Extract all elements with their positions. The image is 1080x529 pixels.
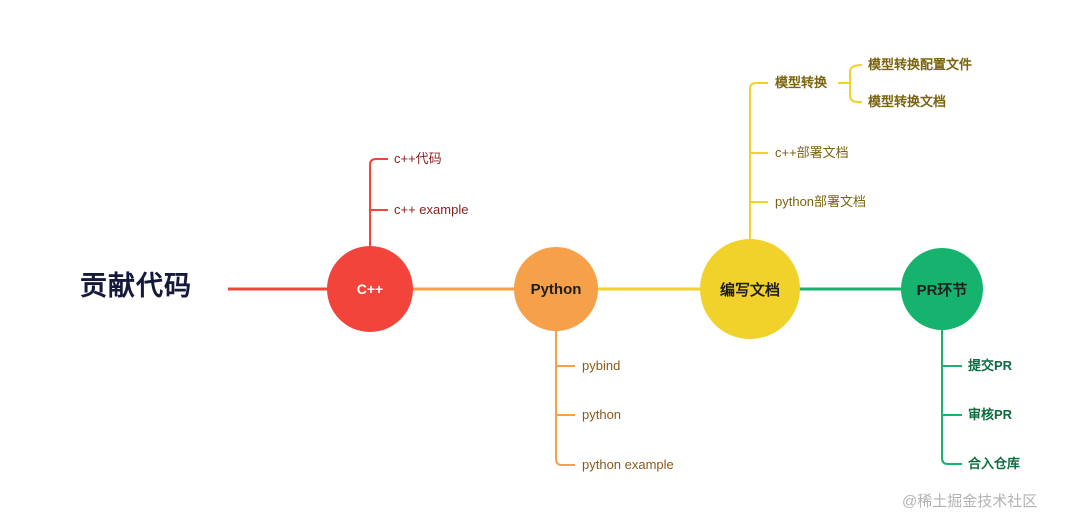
watermark: @稀土掘金技术社区 [902,493,1038,510]
docs-child[interactable]: 模型转换 [775,75,828,90]
model-conversion-child[interactable]: 模型转换文档 [868,94,947,109]
pr-child[interactable]: 合入仓库 [968,456,1021,471]
model-conversion-subtrunk [849,64,863,103]
cpp-child[interactable]: c++ example [394,202,469,217]
node-cpp[interactable]: C++ [327,246,413,332]
pr-branch-trunk [941,330,962,465]
python-child[interactable]: python example [582,457,674,472]
model-conversion-child[interactable]: 模型转换配置文件 [868,57,973,72]
node-python[interactable]: Python [514,247,598,331]
python-child[interactable]: pybind [582,358,621,373]
diagram-title: 贡献代码 [80,271,192,301]
docs-child[interactable]: c++部署文档 [775,145,849,160]
node-cpp-label: C++ [356,281,384,297]
cpp-child[interactable]: c++代码 [394,151,442,166]
node-python-label: Python [530,280,582,298]
node-docs-label: 编写文档 [719,281,780,299]
python-branch-trunk [555,330,575,466]
python-child[interactable]: python [582,407,622,422]
pr-child[interactable]: 提交PR [968,358,1013,373]
pr-child[interactable]: 审核PR [968,407,1013,422]
docs-branch-trunk [749,82,768,240]
cpp-branch-trunk [369,158,388,246]
node-docs[interactable]: 编写文档 [700,239,800,339]
node-pr[interactable]: PR环节 [901,248,983,330]
node-pr-label: PR环节 [916,281,968,299]
docs-child[interactable]: python部署文档 [775,194,867,209]
